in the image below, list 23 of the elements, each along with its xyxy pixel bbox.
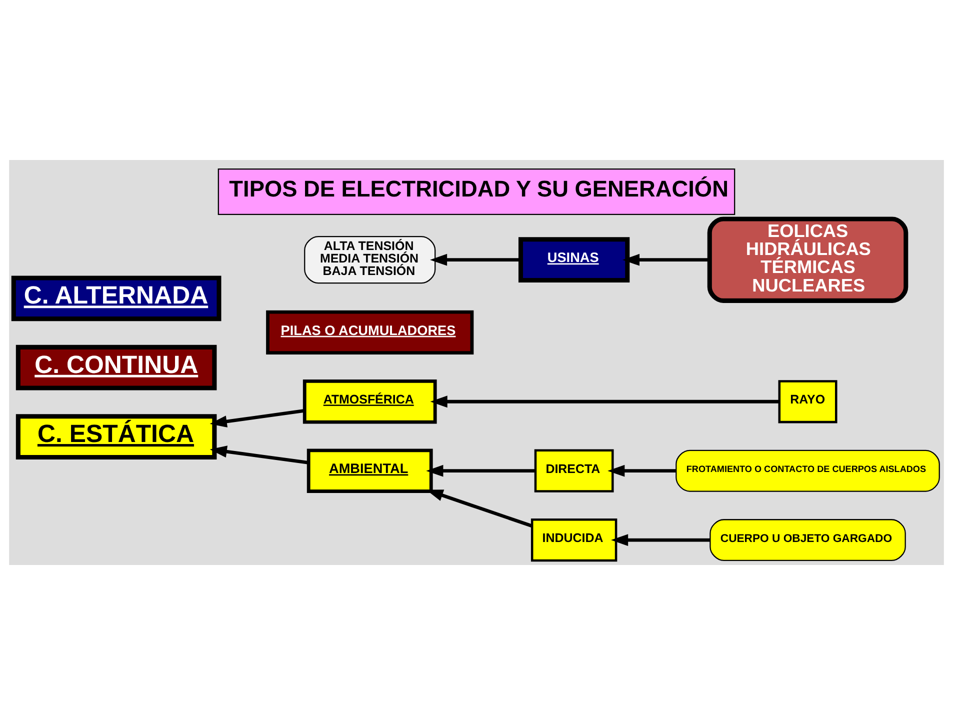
node-box: RAYO: [778, 380, 838, 423]
node-box: EOLICAS HIDRÁULICAS TÉRMICAS NUCLEARES: [707, 216, 908, 302]
node-box: INDUCIDA: [530, 518, 618, 562]
node-box: C. CONTINUA: [16, 344, 217, 390]
arrow: [622, 253, 710, 266]
arrow: [608, 464, 676, 476]
node-box: AMBIENTAL: [306, 448, 433, 492]
arrow: [611, 534, 710, 546]
diagram-title: TIPOS DE ELECTRICIDAD Y SU GENERACIÓN: [229, 174, 728, 201]
arrow: [430, 395, 780, 408]
arrow: [210, 445, 309, 464]
node-box: FROTAMIENTO O CONTACTO DE CUERPOS AISLADOS: [676, 449, 940, 492]
node-box: CUERPO U OBJETO GARGADO: [710, 518, 906, 561]
node-box: C. ALTERNADA: [11, 275, 222, 321]
node-box: DIRECTA: [534, 448, 614, 492]
node-box: C. ESTÁTICA: [16, 414, 217, 459]
node-box: ATMOSFÉRICA: [302, 379, 437, 424]
arrow: [430, 253, 520, 266]
arrow: [426, 464, 536, 476]
node-box: USINAS: [518, 236, 630, 282]
node-box: ALTA TENSIÓN MEDIA TENSIÓN BAJA TENSIÓN: [304, 236, 436, 284]
node-box: PILAS O ACUMULADORES: [266, 310, 474, 354]
arrow: [210, 408, 305, 427]
